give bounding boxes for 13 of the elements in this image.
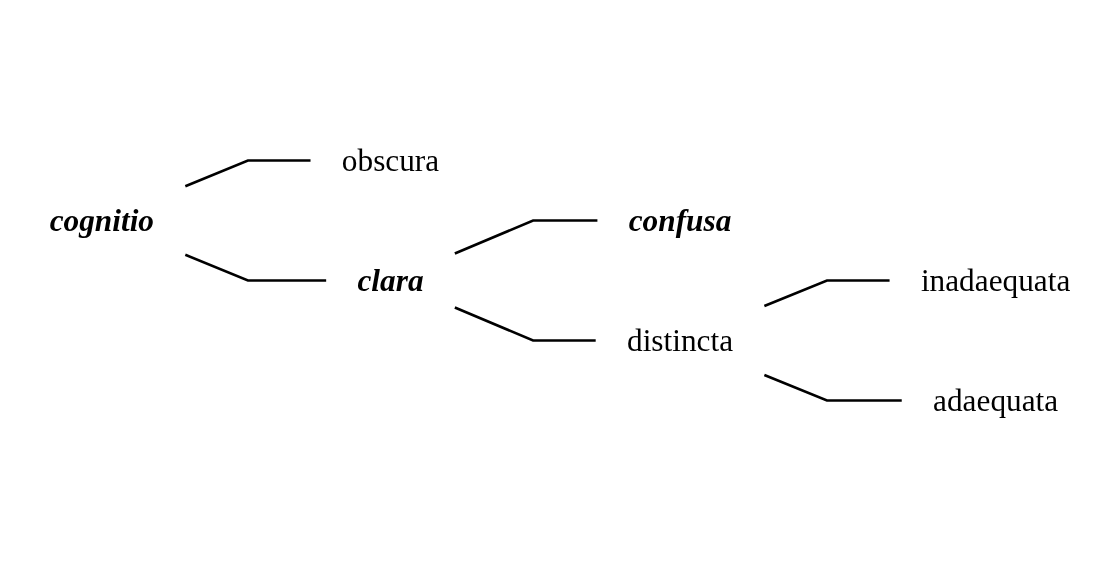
connector [763,279,890,308]
connector [763,373,902,402]
node-text: adaequata [933,383,1059,418]
node-text: distincta [626,323,734,358]
node-text: inadaequata [920,263,1071,298]
connector [454,306,596,342]
connector [184,159,311,188]
node-text: obscura [341,143,440,178]
node-text: cognitio [49,203,155,238]
connector [454,219,598,255]
connector [184,253,327,282]
node-text: clara [357,263,424,298]
node-text: confusa [628,203,732,238]
